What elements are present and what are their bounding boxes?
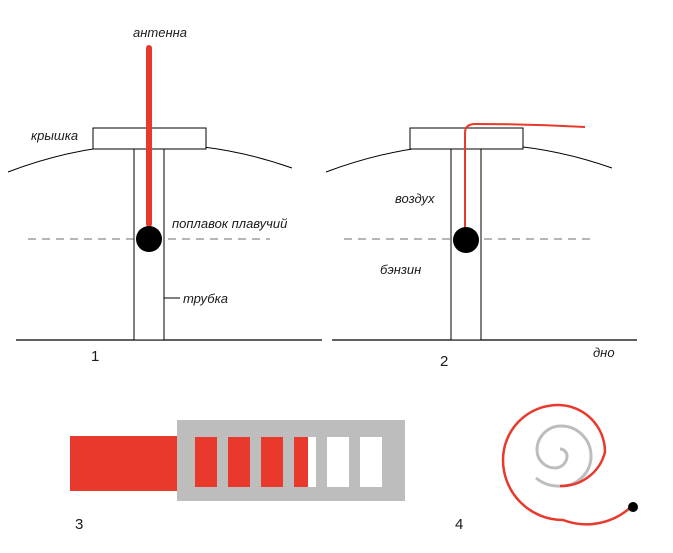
antenna-wire-2 — [464, 122, 586, 238]
pivot-dot-4 — [628, 502, 638, 512]
label-bottom: дно — [593, 345, 615, 360]
label-fuel: бэнзин — [380, 262, 421, 277]
panel-number-1: 1 — [91, 348, 99, 365]
slot-1-filled — [195, 437, 217, 487]
label-cap: крышка — [31, 128, 78, 143]
cap-2 — [409, 127, 524, 150]
slot-2-filled — [228, 437, 250, 487]
panel-number-4: 4 — [455, 516, 463, 533]
panel-number-2: 2 — [440, 353, 448, 370]
panel-1: антенна крышка поплавок плавучий трубка … — [7, 25, 322, 365]
red-bar-3 — [70, 436, 178, 491]
label-air: воздух — [395, 191, 435, 206]
slot-6-empty — [360, 437, 382, 487]
panel-number-3: 3 — [75, 516, 83, 533]
slot-4-partial-fill — [294, 437, 308, 487]
panel-2: воздух бэнзин дно 2 — [325, 122, 637, 370]
panel-3: 3 — [70, 420, 405, 533]
float-ball-2 — [453, 227, 479, 253]
float-ball-1 — [136, 226, 162, 252]
label-tube: трубка — [183, 291, 228, 306]
slot-3-filled — [261, 437, 283, 487]
red-spiral-4 — [501, 403, 633, 526]
gray-spiral-4 — [535, 424, 593, 488]
panel-4: 4 — [455, 403, 638, 533]
label-float: поплавок плавучий — [172, 216, 287, 231]
slot-5-empty — [327, 437, 349, 487]
label-antenna: антенна — [133, 25, 187, 40]
